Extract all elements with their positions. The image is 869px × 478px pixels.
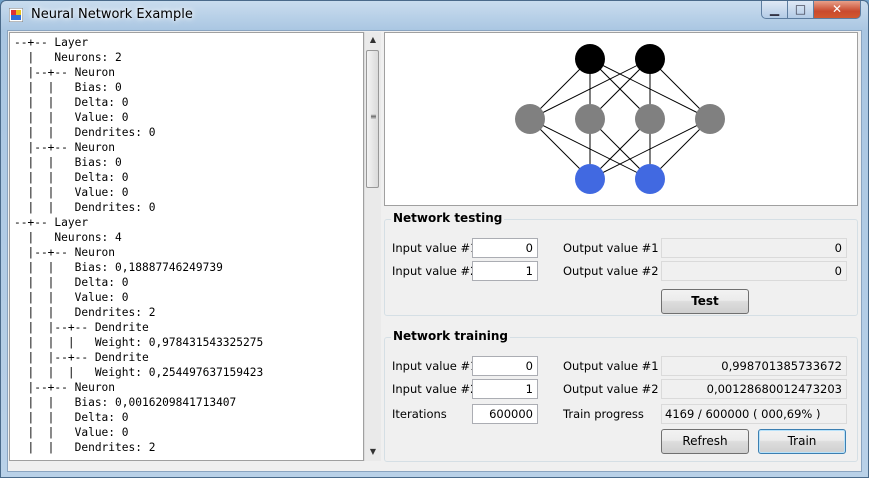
train-output2-field[interactable]: 0,00128680012473203	[661, 379, 847, 399]
hidden-neuron	[515, 104, 545, 134]
network-testing-group: Network testing Input value #1 0 Input v…	[384, 211, 858, 316]
hidden-neuron	[695, 104, 725, 134]
scroll-thumb[interactable]: ≡	[366, 50, 379, 188]
refresh-button[interactable]: Refresh	[661, 429, 749, 454]
test-output1-field[interactable]: 0	[661, 238, 847, 258]
hidden-neuron	[635, 104, 665, 134]
train-button[interactable]: Train	[758, 429, 846, 454]
test-output1-label: Output value #1	[563, 241, 659, 255]
hidden-neuron	[575, 104, 605, 134]
network-structure-textbox[interactable]: --+-- Layer | Neurons: 2 |--+-- Neuron |…	[9, 32, 364, 461]
dendrite-link	[589, 118, 711, 180]
maximize-button[interactable]: □	[787, 1, 814, 19]
grip-icon: ≡	[370, 112, 377, 121]
train-progress-field[interactable]: 4169 / 600000 ( 000,69% )	[661, 404, 847, 424]
test-input2-field[interactable]: 1	[472, 261, 538, 281]
train-output2-label: Output value #2	[563, 382, 659, 396]
scroll-down-arrow-icon[interactable]: ▼	[369, 447, 377, 456]
network-training-group: Network training Input value #1 0 Input …	[384, 329, 858, 462]
network-diagram-svg	[515, 44, 725, 194]
network-diagram	[384, 32, 858, 206]
train-input1-label: Input value #1	[392, 359, 478, 373]
iterations-field[interactable]: 600000	[472, 404, 538, 424]
client-area: --+-- Layer | Neurons: 2 |--+-- Neuron |…	[7, 30, 862, 472]
dendrite-link	[529, 58, 651, 120]
app-icon	[9, 8, 23, 22]
test-input1-label: Input value #1	[392, 241, 478, 255]
group-frame	[384, 219, 858, 316]
minimize-button[interactable]: ▁	[761, 1, 788, 19]
train-output1-field[interactable]: 0,998701385733672	[661, 356, 847, 376]
test-output2-label: Output value #2	[563, 264, 659, 278]
testing-group-title: Network testing	[391, 211, 505, 225]
vertical-scrollbar[interactable]: ▲ ≡ ▼	[364, 32, 381, 461]
test-input2-label: Input value #2	[392, 264, 478, 278]
training-group-title: Network training	[391, 329, 510, 343]
output-neuron	[575, 164, 605, 194]
output-neuron	[635, 164, 665, 194]
train-input2-label: Input value #2	[392, 382, 478, 396]
title-bar[interactable]: Neural Network Example ▁ □ ✕	[1, 1, 868, 29]
test-button[interactable]: Test	[661, 289, 749, 314]
close-button[interactable]: ✕	[813, 1, 861, 19]
train-progress-label: Train progress	[563, 407, 644, 421]
train-input1-field[interactable]: 0	[472, 356, 538, 376]
train-input2-field[interactable]: 1	[472, 379, 538, 399]
network-structure-text: --+-- Layer | Neurons: 2 |--+-- Neuron |…	[14, 36, 264, 454]
window-title: Neural Network Example	[31, 7, 193, 22]
iterations-label: Iterations	[392, 407, 447, 421]
group-frame	[384, 337, 858, 462]
input-neuron	[635, 44, 665, 74]
test-output2-field[interactable]: 0	[661, 261, 847, 281]
scroll-up-arrow-icon[interactable]: ▲	[369, 35, 377, 44]
train-output1-label: Output value #1	[563, 359, 659, 373]
input-neuron	[575, 44, 605, 74]
test-input1-field[interactable]: 0	[472, 238, 538, 258]
